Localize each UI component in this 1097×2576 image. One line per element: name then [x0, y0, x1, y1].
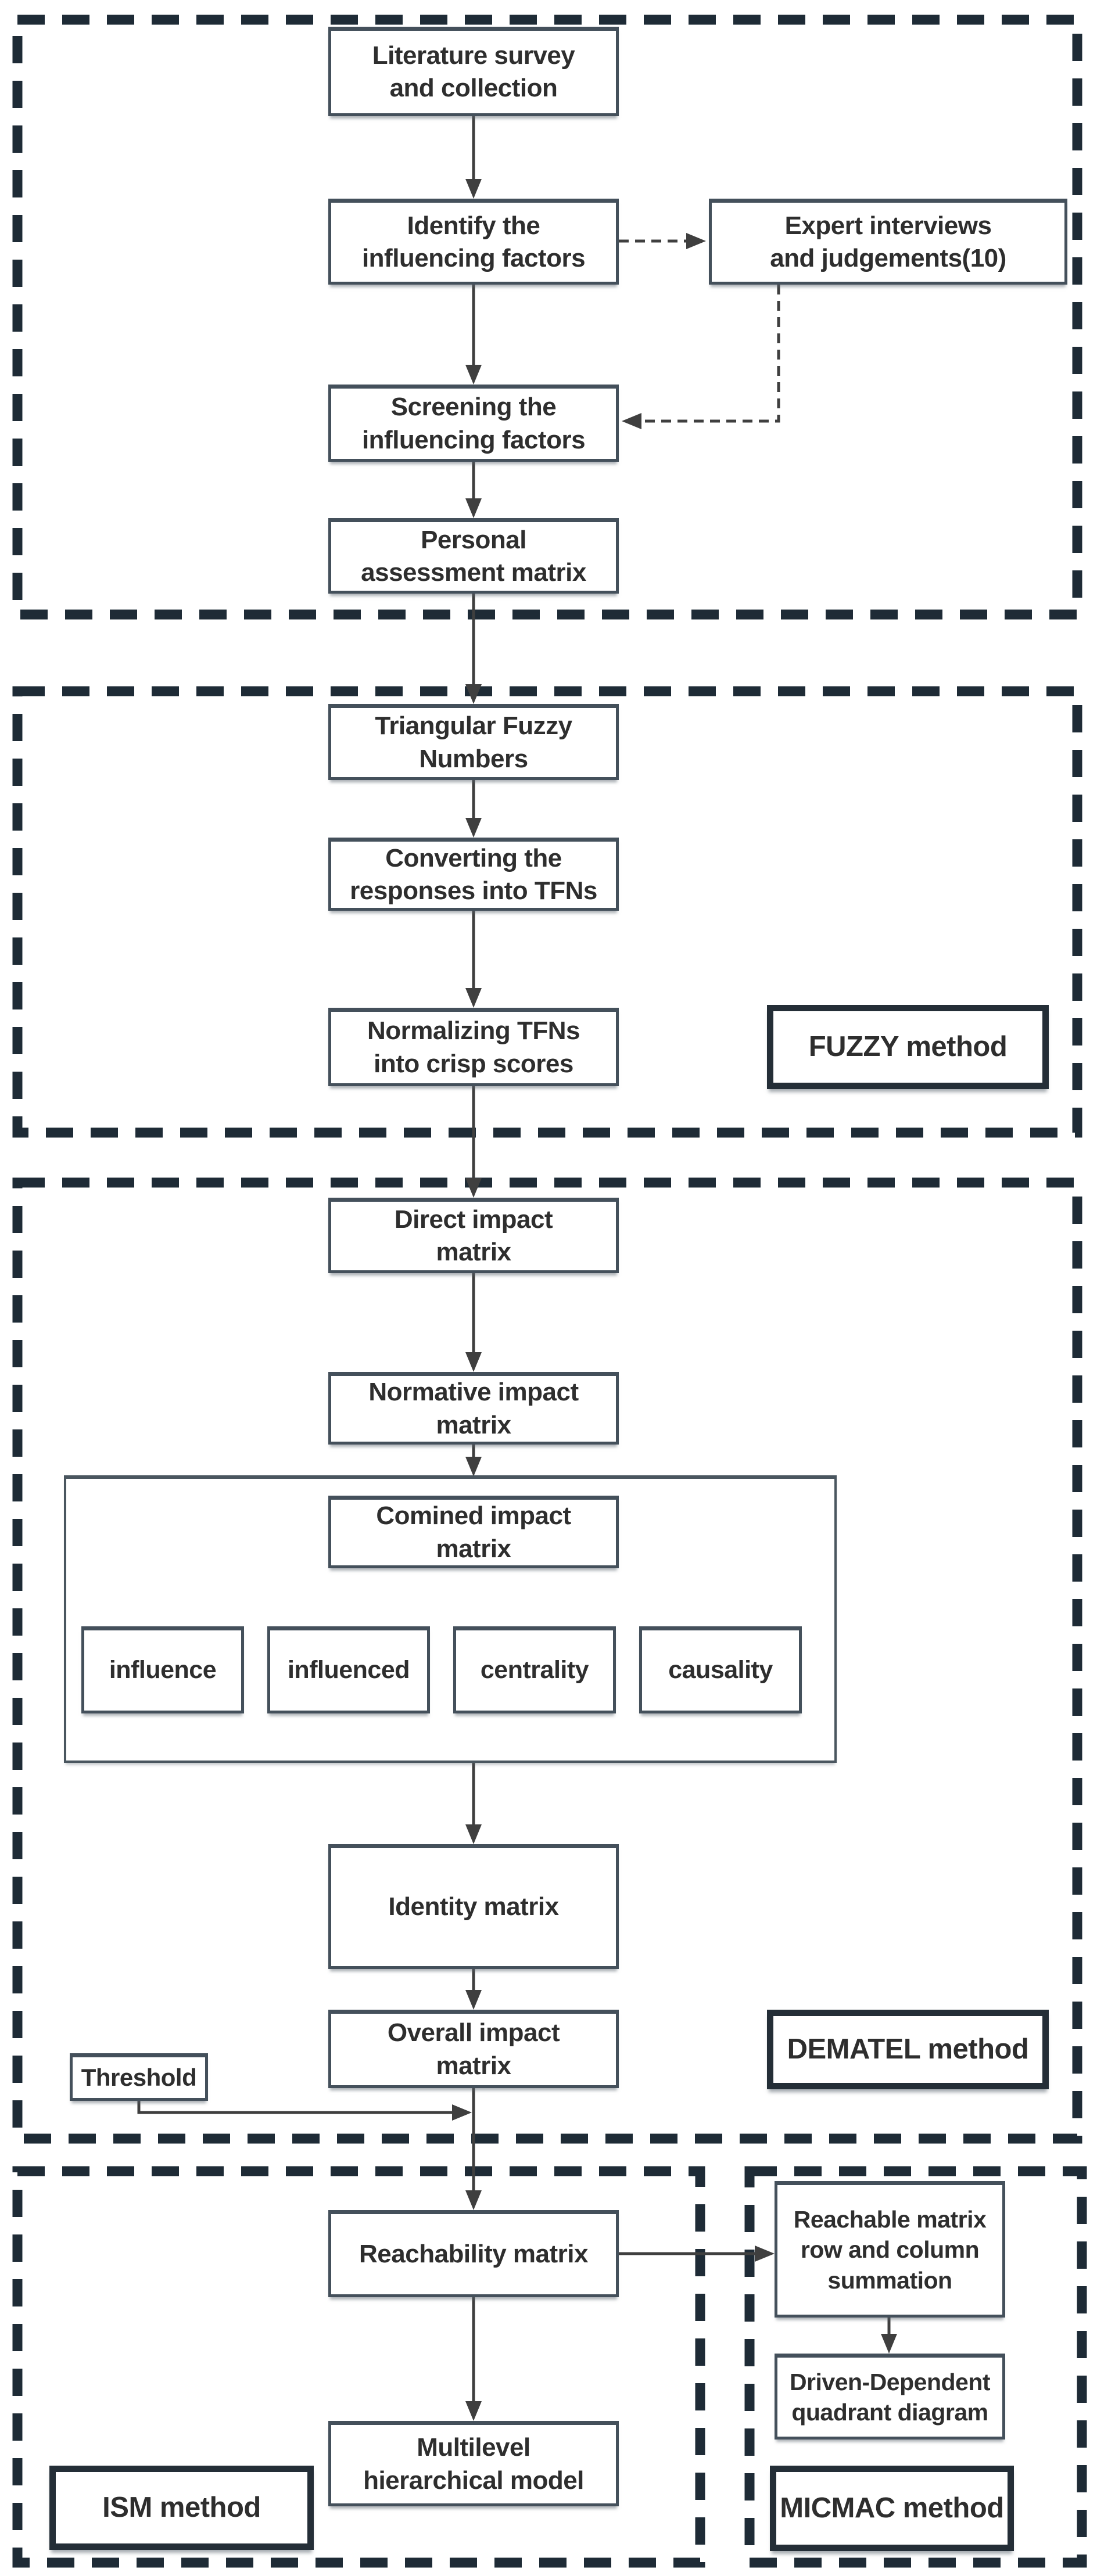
arrow-threshold-spine [137, 2101, 458, 2114]
arrowhead-reachability [465, 2190, 482, 2210]
node-centrality: centrality [453, 1626, 616, 1713]
section-border-survey [12, 15, 1082, 620]
arrowhead-converting [465, 818, 482, 838]
arrowhead-overall [465, 1990, 482, 2010]
node-triangular-fuzzy: Triangular Fuzzy Numbers [328, 704, 619, 780]
node-reachable-summation: Reachable matrix row and column summatio… [775, 2181, 1005, 2318]
node-normative-impact: Normative impact matrix [328, 1372, 619, 1445]
arrowhead-summation [755, 2246, 775, 2262]
arrowhead-triangular [465, 684, 482, 704]
arrowhead-screening [465, 365, 482, 385]
arrowhead-threshold-join [452, 2104, 472, 2121]
arrowhead-normative [465, 1352, 482, 1372]
arrowhead-screening-feedback [622, 413, 641, 429]
combined-impact-group-frame [64, 1475, 837, 1763]
node-driven-dependent: Driven-Dependent quadrant diagram [775, 2354, 1005, 2440]
node-comined-impact: Comined impact matrix [328, 1496, 619, 1568]
node-multilevel-model: Multilevel hierarchical model [328, 2421, 619, 2506]
node-reachability-matrix: Reachability matrix [328, 2210, 619, 2297]
arrowhead-personal [465, 498, 482, 518]
node-identity-matrix: Identity matrix [328, 1844, 619, 1969]
label-dematel-method: DEMATEL method [767, 2010, 1049, 2089]
section-border-fuzzy [12, 686, 1082, 1138]
label-fuzzy-method: FUZZY method [767, 1005, 1049, 1089]
section-border-dematel [12, 1177, 1082, 2144]
arrowhead-multilevel [465, 2401, 482, 2421]
node-influence: influence [81, 1626, 244, 1713]
node-converting-tfns: Converting the responses into TFNs [328, 838, 619, 911]
node-influenced: influenced [267, 1626, 430, 1713]
arrowhead-direct [465, 1178, 482, 1198]
node-screening-factors: Screening the influencing factors [328, 385, 619, 462]
node-identify-factors: Identify the influencing factors [328, 199, 619, 285]
dashed-arrow-expert-screening [633, 285, 780, 423]
node-overall-impact: Overall impact matrix [328, 2010, 619, 2088]
node-expert-interviews: Expert interviews and judgements(10) [709, 199, 1067, 285]
arrowhead-group [465, 1457, 482, 1476]
label-ism-method: ISM method [49, 2466, 314, 2550]
label-micmac-method: MICMAC method [770, 2466, 1014, 2551]
node-personal-assessment: Personal assessment matrix [328, 518, 619, 594]
node-causality: causality [639, 1626, 802, 1713]
arrowhead-normalizing [465, 988, 482, 1008]
node-threshold: Threshold [70, 2053, 208, 2101]
node-normalizing-tfns: Normalizing TFNs into crisp scores [328, 1008, 619, 1086]
arrowhead-driven [881, 2334, 897, 2354]
arrowhead-identify [465, 179, 482, 199]
arrowhead-identity [465, 1824, 482, 1844]
node-direct-impact: Direct impact matrix [328, 1198, 619, 1273]
node-literature-survey: Literature survey and collection [328, 27, 619, 116]
arrowhead-expert [686, 233, 706, 249]
